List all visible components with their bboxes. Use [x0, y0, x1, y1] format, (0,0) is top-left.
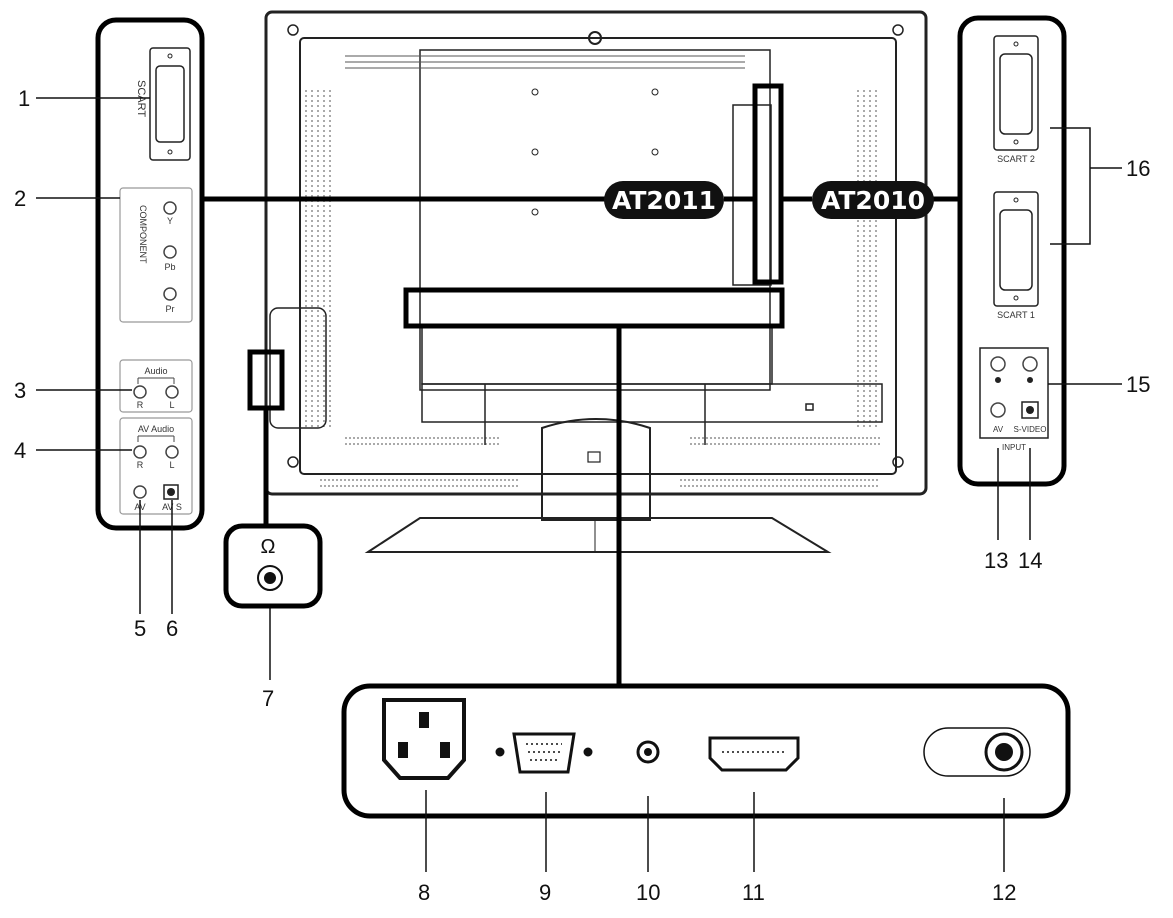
left-side-panel: SCART COMPONENT Y Pb Pr Audio R L AV Aud… [95, 17, 205, 531]
audio-l-jack [165, 385, 179, 399]
callout-13: 13 [984, 548, 1008, 573]
av-audio-l-label: L [169, 460, 174, 470]
callout-14: 14 [1018, 548, 1042, 573]
connector-lines [202, 196, 960, 686]
power-switch-icon [923, 727, 1031, 777]
av-svideo-port [163, 484, 179, 500]
callout-12: 12 [992, 880, 1016, 905]
audio-jack-icon [636, 740, 660, 764]
component-pb-jack [163, 245, 177, 259]
input-audio-l-jack [1022, 356, 1038, 372]
callout-numbers: 1 2 3 4 5 6 7 8 9 10 11 12 13 14 15 16 [14, 86, 1150, 905]
component-y-jack [163, 201, 177, 215]
tv-frame [264, 10, 928, 496]
audio-label: Audio [144, 366, 167, 376]
model-label-left: AT2011 [612, 186, 716, 215]
headphone-icon: Ω [261, 536, 276, 558]
callout-5: 5 [134, 616, 146, 641]
component-pr-jack [163, 287, 177, 301]
callout-8: 8 [418, 880, 430, 905]
hdmi-port-icon [708, 736, 800, 772]
callout-10: 10 [636, 880, 660, 905]
scart2-port [993, 35, 1039, 151]
scart2-label: SCART 2 [997, 154, 1035, 164]
headphone-jack [257, 565, 283, 591]
vga-port-icon [495, 732, 593, 774]
headphone-box: Ω [223, 523, 323, 609]
callout-11: 11 [742, 880, 765, 905]
highlight-bottom-ports [403, 287, 785, 329]
stand-neck [541, 418, 651, 521]
audio-r-label: R [137, 400, 144, 410]
callout-15: 15 [1126, 372, 1150, 397]
input-svideo-port [1021, 401, 1039, 419]
scart1-label: SCART 1 [997, 310, 1035, 320]
component-label: COMPONENT [138, 205, 148, 264]
model-badge-at2010: AT2010 [812, 181, 934, 219]
callout-9: 9 [539, 880, 551, 905]
callout-7: 7 [262, 686, 274, 711]
model-badge-at2011: AT2011 [604, 181, 724, 219]
av-audio-r-label: R [137, 460, 144, 470]
callout-4: 4 [14, 438, 26, 463]
highlight-right-side-ports [752, 83, 784, 285]
scart1-port [993, 191, 1039, 307]
tv-back [264, 10, 928, 553]
bottom-connector-panel [341, 683, 1071, 819]
model-label-right: AT2010 [821, 186, 925, 215]
av-audio-label: AV Audio [138, 424, 174, 434]
power-socket-icon [382, 698, 466, 780]
audio-r-jack [133, 385, 147, 399]
av-audio-r-jack [133, 445, 147, 459]
input-audio-r-jack [990, 356, 1006, 372]
tv-inner-panel [299, 37, 897, 475]
input-svideo-label: S-VIDEO [1014, 425, 1047, 434]
input-av-label: AV [993, 425, 1004, 434]
callout-16: 16 [1126, 156, 1150, 181]
component-pr-label: Pr [166, 304, 175, 314]
callout-3: 3 [14, 378, 26, 403]
callout-6: 6 [166, 616, 178, 641]
callout-1: 1 [18, 86, 30, 111]
callout-2: 2 [14, 186, 26, 211]
audio-l-label: L [169, 400, 174, 410]
scart-port [149, 47, 191, 161]
input-av-jack [990, 402, 1006, 418]
av-video-jack [133, 485, 147, 499]
right-side-panel: SCART 2 SCART 1 AV S-VIDEO INPUT [957, 15, 1067, 487]
component-y-label: Y [167, 216, 173, 226]
stand-base [364, 517, 832, 553]
av-audio-l-jack [165, 445, 179, 459]
component-pb-label: Pb [164, 262, 175, 272]
input-label: INPUT [1002, 443, 1026, 452]
